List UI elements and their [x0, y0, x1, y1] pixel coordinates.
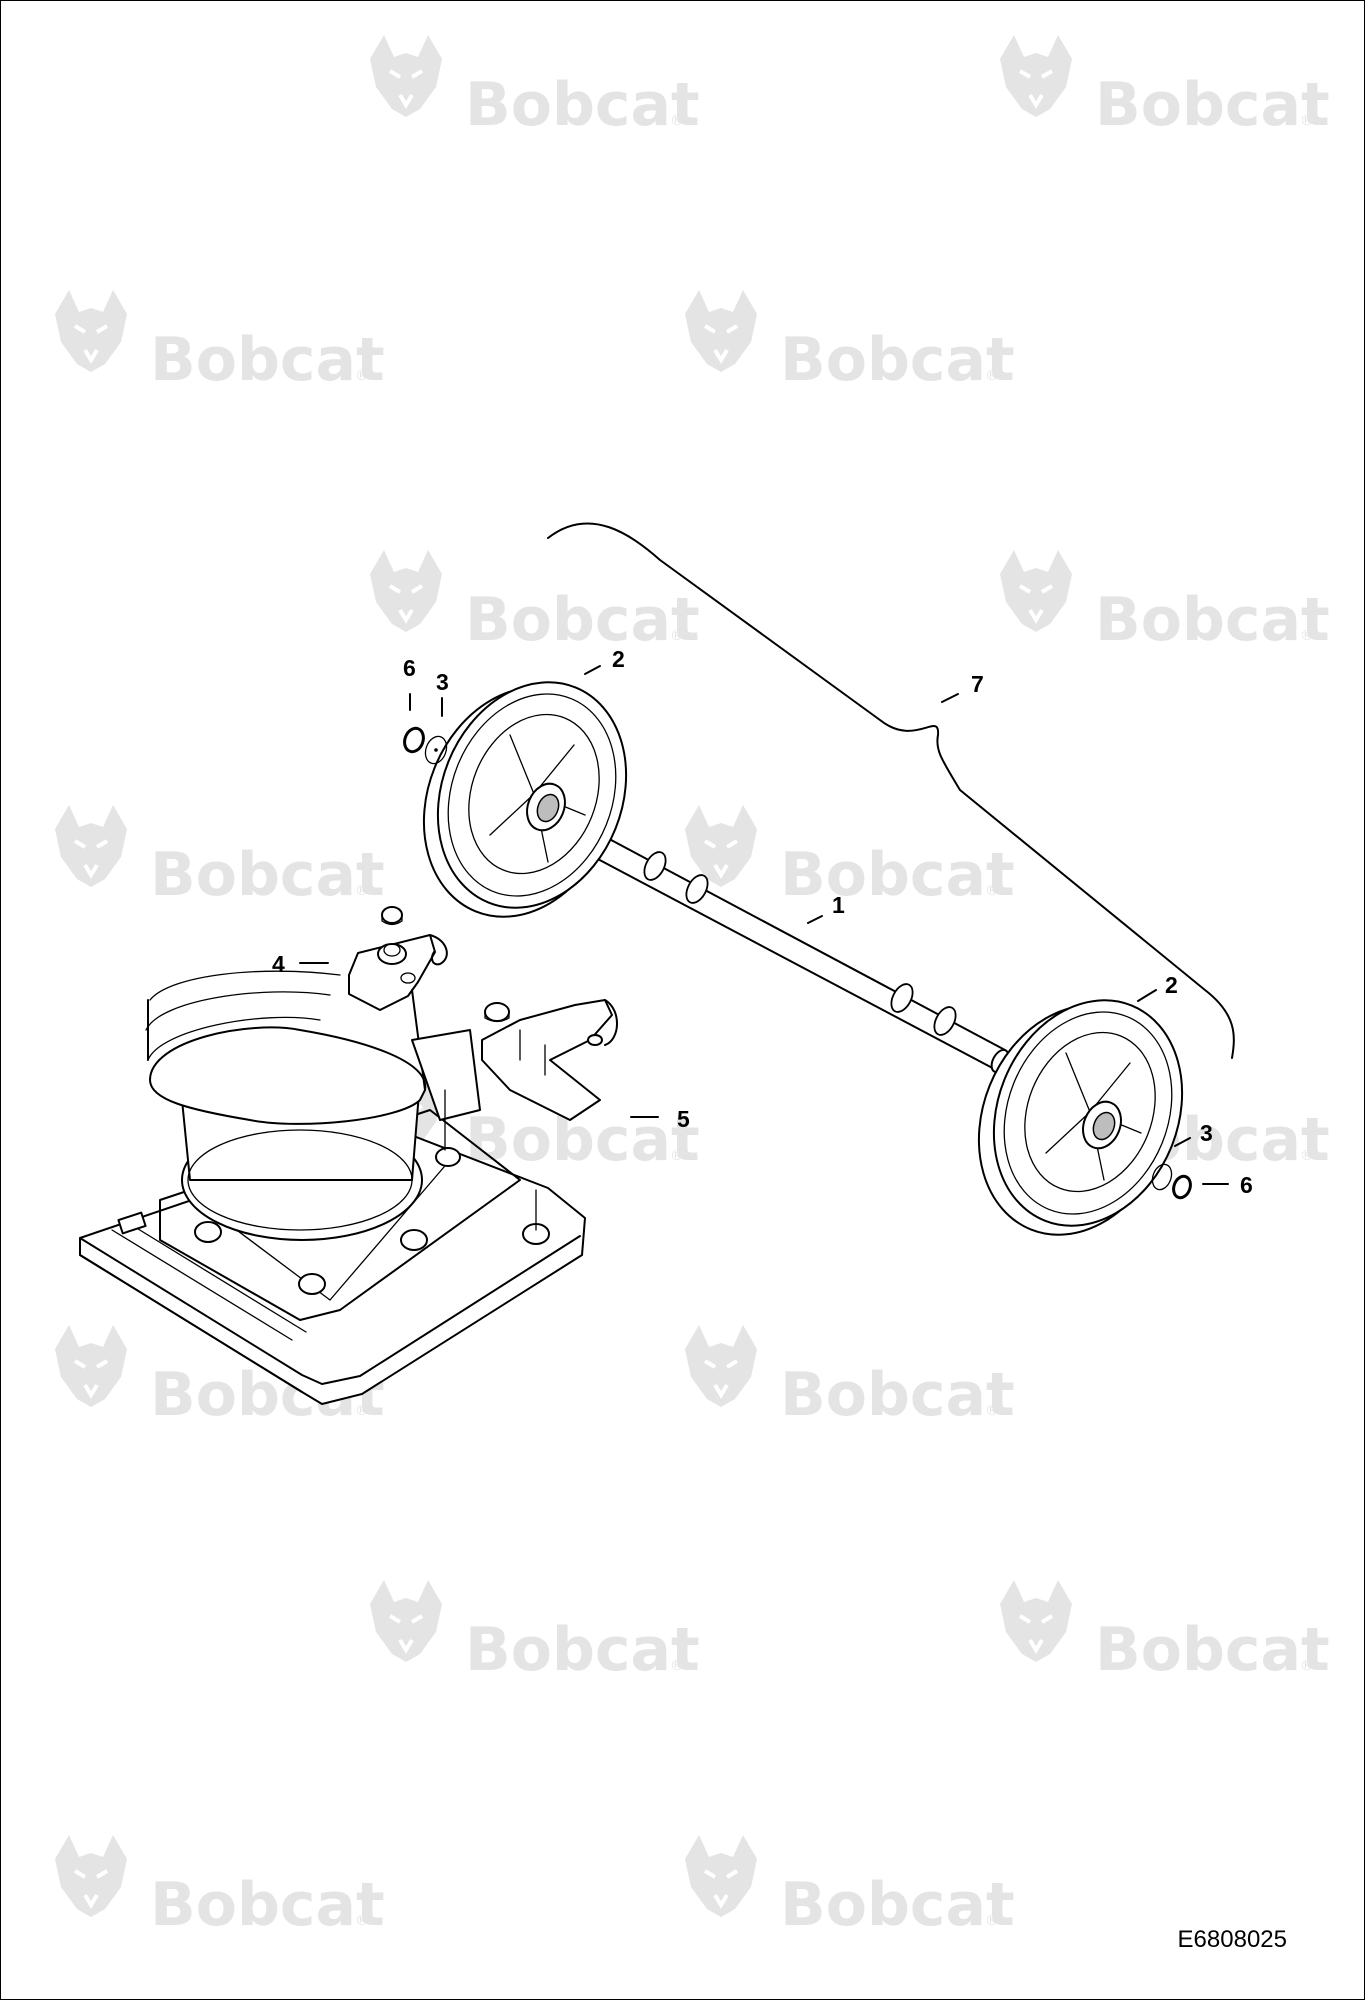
callout-2-right: 2 — [1165, 972, 1178, 998]
bobcat-watermark: Bobcat® — [368, 33, 700, 140]
bobcat-logo-icon — [368, 33, 444, 119]
washer-left — [424, 735, 448, 765]
bobcat-logo-icon — [998, 33, 1074, 119]
assembly-brace — [547, 522, 1235, 1059]
watermark-brand-text: Bobcat — [150, 325, 385, 395]
watermark-brand-text: Bobcat — [465, 585, 700, 655]
callout-7: 7 — [971, 671, 984, 697]
watermark-registered-mark: ® — [985, 368, 999, 384]
watermark-registered-mark: ® — [1300, 1148, 1314, 1164]
callout-labels: 6 3 2 7 1 2 3 6 4 5 — [272, 646, 1253, 1198]
callout-2-left: 2 — [612, 646, 625, 672]
bobcat-watermark: Bobcat® — [53, 1833, 385, 1940]
callout-1: 1 — [832, 892, 845, 918]
watermark-brand-text: Bobcat — [780, 1360, 1015, 1430]
watermark-brand-text: Bobcat — [465, 70, 700, 140]
bobcat-logo-icon — [998, 548, 1074, 634]
watermark-registered-mark: ® — [985, 1913, 999, 1929]
callout-4: 4 — [272, 951, 285, 977]
drawing-id: E6808025 — [1177, 1926, 1287, 1953]
bobcat-watermark: Bobcat® — [998, 1578, 1330, 1685]
callout-6-right: 6 — [1240, 1172, 1253, 1198]
watermark-brand-text: Bobcat — [780, 840, 1015, 910]
callout-3-right: 3 — [1200, 1120, 1213, 1146]
bobcat-logo-icon — [53, 803, 129, 889]
bobcat-logo-icon — [53, 1323, 129, 1409]
bobcat-watermark: Bobcat® — [53, 803, 385, 910]
bobcat-watermark: Bobcat® — [368, 1578, 700, 1685]
watermark-registered-mark: ® — [670, 1658, 684, 1674]
bobcat-watermark: Bobcat® — [368, 548, 700, 655]
watermark-registered-mark: ® — [670, 1148, 684, 1164]
bobcat-watermark: Bobcat® — [368, 1068, 700, 1175]
watermark-brand-text: Bobcat — [780, 1870, 1015, 1940]
watermark-brand-text: Bobcat — [465, 1615, 700, 1685]
bobcat-logo-icon — [683, 288, 759, 374]
bobcat-logo-icon — [683, 1323, 759, 1409]
callout-5: 5 — [677, 1106, 690, 1132]
bobcat-logo-icon — [998, 1578, 1074, 1664]
bobcat-watermark: Bobcat® — [683, 1323, 1015, 1430]
leader-lines — [299, 665, 1229, 1185]
snap-ring-left — [403, 726, 425, 754]
bracket-large — [481, 999, 618, 1121]
watermark-registered-mark: ® — [1300, 1658, 1314, 1674]
washer-right — [1151, 1163, 1173, 1191]
watermark-registered-mark: ® — [670, 628, 684, 644]
snap-ring-right — [1172, 1174, 1192, 1200]
bobcat-logo-icon — [683, 803, 759, 889]
bobcat-logo-icon — [368, 1578, 444, 1664]
watermark-layer: Bobcat®Bobcat®Bobcat®Bobcat®Bobcat®Bobca… — [53, 33, 1330, 1940]
wheel-left — [422, 681, 628, 918]
bobcat-watermark: Bobcat® — [683, 803, 1015, 910]
bobcat-watermark: Bobcat® — [998, 33, 1330, 140]
callout-6-left: 6 — [403, 655, 416, 681]
bobcat-logo-icon — [53, 1833, 129, 1919]
watermark-registered-mark: ® — [1300, 113, 1314, 129]
watermark-registered-mark: ® — [355, 1913, 369, 1929]
watermark-registered-mark: ® — [355, 883, 369, 899]
watermark-registered-mark: ® — [670, 113, 684, 129]
wheel-right — [977, 999, 1184, 1236]
watermark-registered-mark: ® — [355, 1403, 369, 1419]
bobcat-logo-icon — [53, 288, 129, 374]
watermark-brand-text: Bobcat — [1095, 70, 1330, 140]
bobcat-logo-icon — [368, 548, 444, 634]
bobcat-watermark: Bobcat® — [53, 288, 385, 395]
watermark-brand-text: Bobcat — [1095, 585, 1330, 655]
watermark-brand-text: Bobcat — [150, 1870, 385, 1940]
bobcat-watermark: Bobcat® — [683, 288, 1015, 395]
watermark-registered-mark: ® — [985, 1403, 999, 1419]
watermark-brand-text: Bobcat — [1095, 1615, 1330, 1685]
bobcat-watermark: Bobcat® — [998, 548, 1330, 655]
watermark-registered-mark: ® — [985, 883, 999, 899]
watermark-brand-text: Bobcat — [780, 325, 1015, 395]
bobcat-watermark: Bobcat® — [683, 1833, 1015, 1940]
watermark-brand-text: Bobcat — [150, 840, 385, 910]
callout-3-left: 3 — [436, 669, 449, 695]
watermark-brand-text: Bobcat — [465, 1105, 700, 1175]
bobcat-logo-icon — [683, 1833, 759, 1919]
watermark-registered-mark: ® — [355, 368, 369, 384]
bracket-small — [348, 906, 448, 1011]
rammer-base — [79, 970, 586, 1405]
watermark-registered-mark: ® — [1300, 628, 1314, 644]
